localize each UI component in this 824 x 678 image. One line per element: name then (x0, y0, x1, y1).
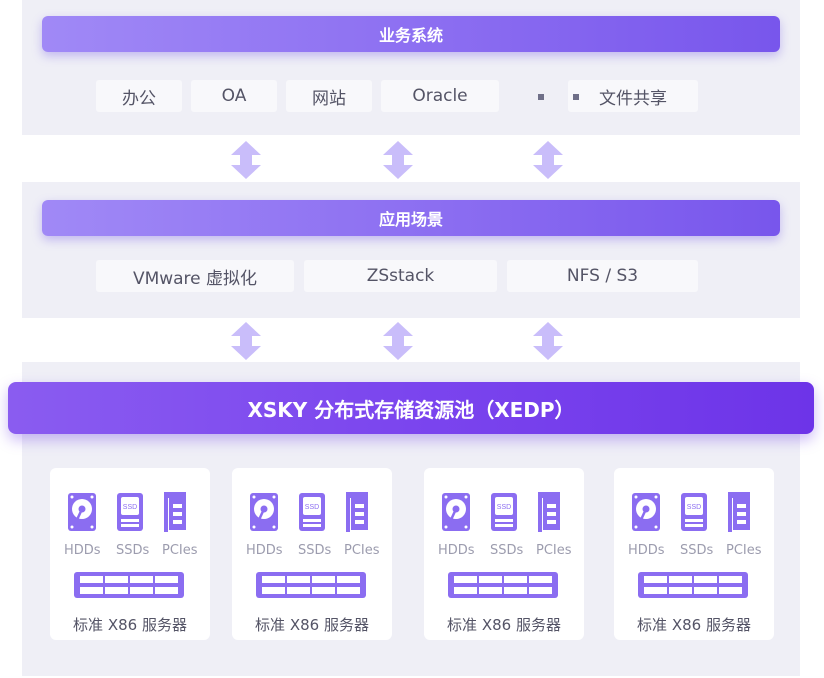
hdd-label: HDDs (64, 543, 101, 558)
ssd-label: SSDs (680, 543, 714, 558)
hdd-label: HDDs (438, 543, 475, 558)
server-card: SSD HDDs SSDs PCIes 标准 X86 服务器 (614, 468, 774, 640)
business-title: 业务系统 (42, 16, 780, 52)
application-title: 应用场景 (42, 200, 780, 236)
server-title: 标准 X86 服务器 (255, 616, 369, 634)
pcie-card-icon (164, 492, 186, 532)
server-rack-icon (74, 572, 184, 598)
double-arrow-icon (231, 141, 261, 179)
pcie-card-icon (346, 492, 368, 532)
ellipsis-dot (538, 94, 544, 100)
business-item-office: 办公 (96, 80, 182, 112)
business-item-file-share: 文件共享 (568, 80, 698, 112)
server-title: 标准 X86 服务器 (447, 616, 561, 634)
pcie-card-icon (728, 492, 750, 532)
server-card: SSD HDDs SSDs PCIes 标准 X86 服务器 (424, 468, 584, 640)
hdd-icon (442, 493, 470, 531)
server-title: 标准 X86 服务器 (637, 616, 751, 634)
app-item-nfs-s3: NFS / S3 (507, 260, 698, 292)
ellipsis-dot (573, 94, 579, 100)
double-arrow-icon (383, 322, 413, 360)
hdd-label: HDDs (246, 543, 283, 558)
server-rack-icon (638, 572, 748, 598)
double-arrow-icon (383, 141, 413, 179)
server-card: SSD HDDs SSDs PCIes 标准 X86 服务器 (50, 468, 210, 640)
ssd-label: SSDs (298, 543, 332, 558)
ssd-icon: SSD (117, 493, 143, 531)
pcie-label: PCIes (726, 543, 762, 558)
hdd-label: HDDs (628, 543, 665, 558)
ssd-tag: SSD (497, 504, 511, 511)
double-arrow-icon (231, 322, 261, 360)
server-card: SSD HDDs SSDs PCIes 标准 X86 服务器 (232, 468, 392, 640)
server-rack-icon (448, 572, 558, 598)
pcie-label: PCIes (162, 543, 198, 558)
ssd-label: SSDs (490, 543, 524, 558)
ssd-icon: SSD (491, 493, 517, 531)
storage-pool-title: XSKY 分布式存储资源池（XEDP） (8, 382, 814, 434)
server-title: 标准 X86 服务器 (73, 616, 187, 634)
pcie-label: PCIes (536, 543, 572, 558)
business-item-oracle: Oracle (381, 80, 499, 112)
hdd-icon (250, 493, 278, 531)
hdd-icon (68, 493, 96, 531)
app-item-vmware: VMware 虚拟化 (96, 260, 294, 292)
ssd-tag: SSD (687, 504, 701, 511)
business-item-website: 网站 (286, 80, 372, 112)
ssd-label: SSDs (116, 543, 150, 558)
ssd-icon: SSD (681, 493, 707, 531)
pcie-label: PCIes (344, 543, 380, 558)
double-arrow-icon (533, 141, 563, 179)
server-rack-icon (256, 572, 366, 598)
hdd-icon (632, 493, 660, 531)
double-arrow-icon (533, 322, 563, 360)
app-item-zsstack: ZSstack (304, 260, 497, 292)
business-item-oa: OA (191, 80, 277, 112)
ssd-tag: SSD (123, 504, 137, 511)
pcie-card-icon (538, 492, 560, 532)
file-share-label: 文件共享 (599, 88, 667, 109)
ssd-tag: SSD (305, 504, 319, 511)
ssd-icon: SSD (299, 493, 325, 531)
